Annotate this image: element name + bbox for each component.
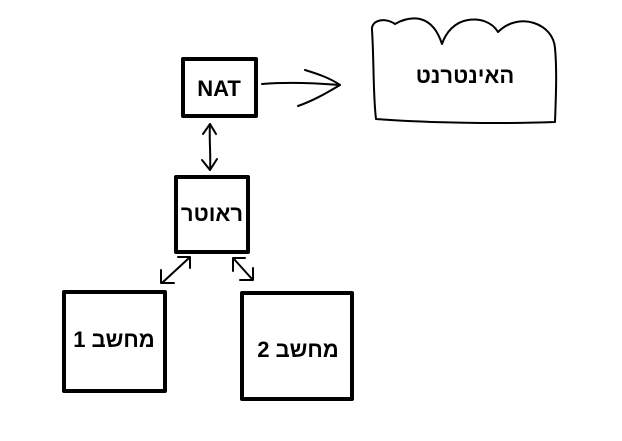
router-node: ראוטר	[174, 175, 250, 254]
computer1-node: מחשב 1	[62, 290, 167, 393]
internet-cloud-node: האינטרנט	[371, 17, 558, 124]
nat-node: NAT	[181, 57, 258, 118]
cloud-shape	[371, 17, 558, 124]
computer2-node: מחשב 2	[240, 291, 354, 401]
nat-router-head-bottom	[201, 158, 218, 171]
nat-label: NAT	[197, 76, 241, 101]
computer1-label: מחשב 1	[73, 327, 155, 352]
router-computer2-shaft	[233, 258, 253, 280]
router-computer1-head-top	[177, 256, 191, 269]
router-computer1-head-bottom	[160, 269, 175, 284]
nat-internet-head	[297, 69, 341, 107]
computer1-box	[62, 290, 167, 393]
router-computer2-head-bottom	[239, 267, 254, 281]
router-box	[174, 175, 250, 254]
router-computer1-shaft	[162, 257, 190, 283]
router-computer2-arrow	[232, 257, 254, 281]
nat-to-internet-arrow	[261, 69, 341, 107]
computer2-label: מחשב 2	[257, 337, 339, 362]
nat-router-arrow	[201, 123, 218, 171]
nat-box	[181, 57, 258, 118]
router-label: ראוטר	[181, 201, 243, 226]
internet-label: האינטרנט	[416, 63, 514, 88]
router-computer1-arrow	[160, 256, 191, 284]
nat-router-shaft	[208, 123, 212, 171]
router-computer2-head-top	[232, 257, 246, 272]
nat-internet-shaft	[261, 81, 341, 86]
nat-router-head-top	[202, 123, 217, 135]
computer2-box	[240, 291, 354, 401]
